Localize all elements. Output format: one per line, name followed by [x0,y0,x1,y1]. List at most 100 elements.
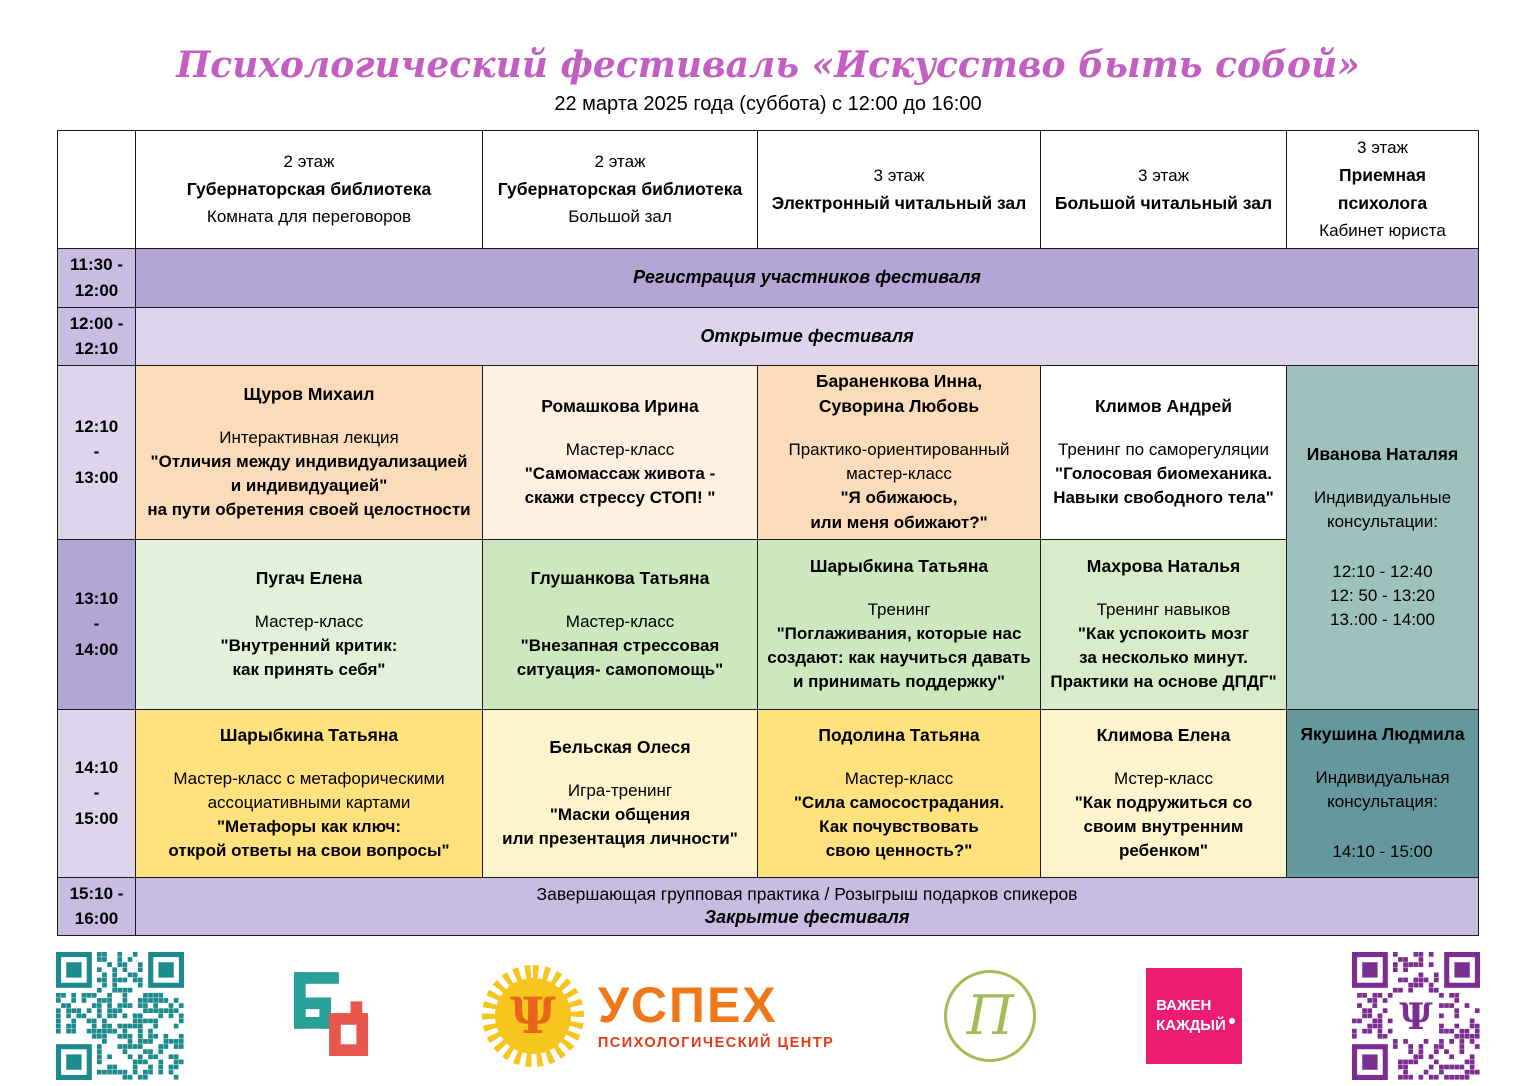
room-label: Кабинет юриста [1319,221,1446,241]
closing-label: Закрытие фестиваля [704,907,910,928]
consultation-times: 12:10 - 12:40 12: 50 - 13:20 13.:00 - 14… [1330,561,1435,630]
speaker-name: Якушина Людмила [1300,723,1465,744]
consultation-type: Индивидуальные консультации: [1313,487,1452,531]
speaker-name: Щуров Михаил [243,383,375,404]
speaker-name: Иванова Наталяя [1306,443,1459,464]
speaker-name: Пугач Елена [255,567,363,588]
floor-label: 3 этаж [1357,138,1408,158]
speaker-name: Климова Елена [1096,724,1231,745]
floor-label: 2 этаж [594,152,646,172]
session-cell-makhrova: Махрова Наталья Тренинг навыков "Как усп… [1040,538,1287,710]
session-cell-baranenkova: Бараненкова Инна, Суворина Любовь Практи… [757,364,1041,540]
venue-label: Электронный читальный зал [771,192,1027,213]
consultation-type: Индивидуальная консультация: [1315,767,1450,811]
session-title: "Поглаживания, которые нас создают: как … [767,623,1031,692]
slot-row-1210: 12:10 - 13:00 Щуров Михаил Интерактивная… [57,364,1479,710]
svg-text:Ψ: Ψ [1399,995,1433,1038]
session-title: "Как успокоить мозг за несколько минут. … [1050,623,1277,692]
opening-row: 12:00 - 12:10 Открытие фестиваля [57,306,1479,366]
session-cell-pugach: Пугач Елена Мастер-класс "Внутренний кри… [135,538,483,710]
time-cell-1410: 14:10 - 15:00 [57,708,136,878]
uspeh-text: УСПЕХ ПСИХОЛОГИЧЕСКИЙ ЦЕНТР [598,980,834,1051]
page-subtitle: 22 марта 2025 года (суббота) с 12:00 до … [554,93,982,116]
speaker-name: Подолина Татьяна [818,724,980,745]
slot-row-1410: 14:10 - 15:00 Шарыбкина Татьяна Мастер-к… [57,708,1479,878]
vazhen-line2-wrap: КАЖДЫЙ [1156,1016,1242,1036]
speaker-name: Шарыбкина Татьяна [809,555,989,576]
session-cell-sharybkina-mak: Шарыбкина Татьяна Мастер-класс с метафор… [135,708,483,878]
speaker-name: Ромашкова Ирина [541,395,699,416]
venue-label: Большой читальный зал [1054,192,1273,213]
page-title: Психологический фестиваль «Искусство быт… [176,44,1360,86]
session-title: "Отличия между индивидуализацией и индив… [147,451,471,520]
session-title: "Внутренний критик: как принять себя" [220,635,398,680]
time-cell-1310: 13:10 - 14:00 [57,538,136,710]
session-title: "Самомассаж живота - скажи стрессу СТОП!… [524,463,716,508]
venue-label: Губернаторская библиотека [186,179,432,200]
session-format: Мастер-класс [565,439,675,459]
qr-code-right: Ψ [1351,951,1480,1080]
venue-label: Приемная психолога [1337,165,1428,214]
column-header-negotiation-room: 2 этаж Губернаторская библиотека Комната… [135,130,483,249]
session-cell-belskaya: Бельская Олеся Игра-тренинг "Маски общен… [482,708,758,878]
column-header-electronic-reading-hall: 3 этаж Электронный читальный зал [757,130,1041,249]
floor-label: 3 этаж [1138,165,1189,185]
dot-icon [1228,1018,1235,1025]
uspeh-logo: Ψ УСПЕХ ПСИХОЛОГИЧЕСКИЙ ЦЕНТР [481,964,834,1067]
time-cell-1210: 12:10 - 13:00 [57,364,136,540]
session-format: Мастер-класс [565,611,675,631]
time-cell-opening: 12:00 - 12:10 [57,306,136,366]
session-title: "Внезапная стрессовая ситуация- самопомо… [516,635,724,680]
registration-row: 11:30 - 12:00 Регистрация участников фес… [57,247,1479,308]
vazhen-line2: КАЖДЫЙ [1156,1016,1226,1034]
speaker-name: Шарыбкина Татьяна [219,724,399,745]
speaker-name: Глушанкова Татьяна [530,567,710,588]
corner-cell [57,130,136,249]
schedule-table: 2 этаж Губернаторская библиотека Комната… [57,130,1479,936]
room-label: Комната для переговоров [206,207,412,227]
registration-label: Регистрация участников фестиваля [135,247,1479,308]
session-cell-sharybkina-training: Шарыбкина Татьяна Тренинг "Поглаживания,… [757,538,1041,710]
session-format: Игра-тренинг [567,780,673,800]
session-title: "Метафоры как ключ: открой ответы на сво… [168,816,450,861]
session-title: "Сила самосострадания. Как почувствовать… [793,792,1005,861]
time-cell-registration: 11:30 - 12:00 [57,247,136,308]
sunburst-psi-icon: Ψ [481,964,584,1067]
room-label: Большой зал [568,207,672,227]
session-format: Интерактивная лекция [219,427,399,447]
header-row: 2 этаж Губернаторская библиотека Комната… [57,130,1479,249]
session-cell-romashkova: Ромашкова Ирина Мастер-класс "Самомассаж… [482,364,758,540]
session-cell-klimova: Климова Елена Мстер-класс "Как подружить… [1040,708,1287,878]
vazhen-kazhdyi-logo: ВАЖЕН КАЖДЫЙ [1146,967,1243,1064]
b6-logo [293,971,372,1060]
closing-practice-label: Завершающая групповая практика / Розыгры… [536,884,1078,905]
column-header-big-hall: 2 этаж Губернаторская библиотека Большой… [482,130,758,249]
opening-label: Открытие фестиваля [135,306,1479,366]
session-title: "Как подружиться со своим внутренним реб… [1074,792,1253,861]
uspeh-subtitle: ПСИХОЛОГИЧЕСКИЙ ЦЕНТР [597,1035,835,1052]
consultation-cell-ivanova: Иванова Наталяя Индивидуальные консульта… [1286,364,1479,710]
session-format: Практико-ориентированный мастер-класс [788,440,1010,484]
session-cell-podolina: Подолина Татьяна Мастер-класс "Сила само… [757,708,1041,878]
column-header-psychologist-office: 3 этаж Приемная психолога Кабинет юриста [1286,130,1479,249]
closing-cell: Завершающая групповая практика / Розыгры… [135,876,1479,936]
floor-label: 2 этаж [283,152,335,172]
slot-row-1310: 13:10 - 14:00 Пугач Елена Мастер-класс "… [57,538,1479,710]
speaker-name: Климов Андрей [1094,395,1233,416]
session-title: "Маски общения или презентация личности" [502,804,738,849]
closing-row: 15:10 - 16:00 Завершающая групповая прак… [57,876,1479,936]
monogram-letter: П [966,984,1014,1048]
session-format: Тренинг навыков [1096,599,1231,619]
qr-code-left [56,951,184,1080]
session-format: Мастер-класс с метафорическими ассоциати… [173,768,445,812]
time-cell-closing: 15:10 - 16:00 [57,876,136,936]
speaker-name: Бараненкова Инна, Суворина Любовь [815,371,983,417]
speaker-name: Бельская Олеся [549,736,691,757]
uspeh-title: УСПЕХ [597,977,778,1034]
vazhen-line1: ВАЖЕН [1156,997,1212,1015]
session-format: Тренинг [867,599,931,619]
psi-glyph: Ψ [509,986,556,1046]
session-cell-schurov: Щуров Михаил Интерактивная лекция "Отлич… [135,364,483,540]
session-format: Мстер-класс [1113,768,1214,788]
